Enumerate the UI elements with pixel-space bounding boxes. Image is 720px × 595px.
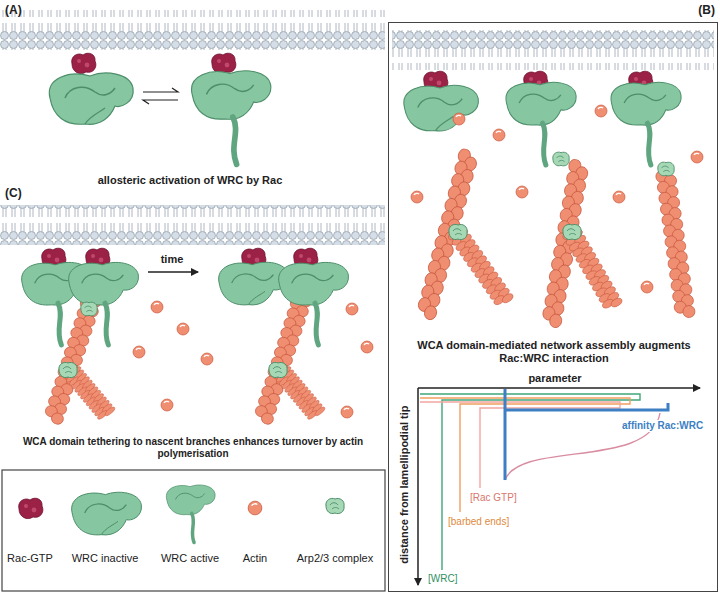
panel-letter: (C) bbox=[5, 186, 22, 200]
axis-label: distance from lamellipodial tip bbox=[397, 406, 410, 564]
arrow-label: time bbox=[161, 253, 184, 266]
panel-box: (B)WCA domain-mediated network assembly … bbox=[388, 22, 718, 592]
panel-caption: allosteric activation of WRC by Rac bbox=[98, 174, 283, 187]
series-label: affinity Rac:WRC bbox=[622, 420, 703, 432]
series-label: [WRC] bbox=[428, 573, 457, 585]
panel-letter: (A) bbox=[5, 3, 22, 17]
panel-caption: WCA domain tethering to nascent branches… bbox=[8, 436, 378, 460]
legend-label: Arp2/3 complex bbox=[297, 552, 373, 565]
series-label: [Rac GTP] bbox=[470, 492, 517, 504]
axis-label: parameter bbox=[528, 372, 581, 385]
legend-label: WRC active bbox=[161, 552, 219, 565]
legend-label: WRC inactive bbox=[72, 552, 139, 565]
panel-letter: (B) bbox=[698, 3, 715, 17]
legend-label: Rac-GTP bbox=[7, 552, 53, 565]
series-label: [barbed ends] bbox=[448, 516, 509, 528]
panel-caption: WCA domain-mediated network assembly aug… bbox=[404, 339, 704, 365]
legend-label: Actin bbox=[243, 552, 267, 565]
